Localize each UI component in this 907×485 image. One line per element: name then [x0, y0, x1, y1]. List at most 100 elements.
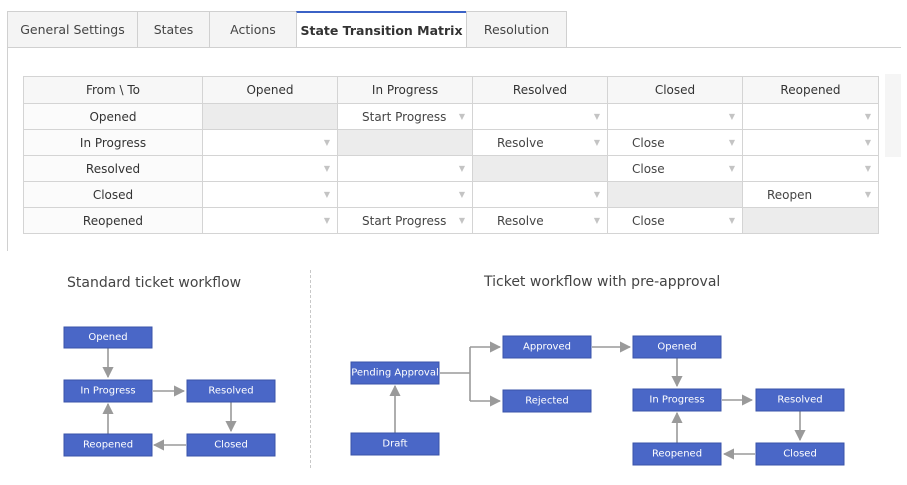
vertical-scrollbar[interactable] — [885, 74, 901, 157]
dropdown-caret-icon[interactable]: ▼ — [728, 112, 735, 121]
dropdown-caret-icon[interactable]: ▼ — [593, 216, 600, 225]
matrix-cell-disabled — [742, 207, 879, 234]
transition-dropdown[interactable]: ▼ — [743, 156, 878, 181]
preapproval-node-in-progress-label: In Progress — [649, 395, 704, 406]
transition-dropdown[interactable]: ▼ — [608, 104, 742, 129]
tab-resolution[interactable]: Resolution — [466, 11, 567, 47]
preapproval-node-closed-label: Closed — [783, 449, 817, 460]
dropdown-caret-icon[interactable]: ▼ — [728, 138, 735, 147]
transition-dropdown[interactable]: Reopen ▼ — [743, 182, 878, 207]
matrix-row-in-progress: In Progress▼Resolve▼Close▼▼ — [23, 129, 879, 156]
dropdown-caret-icon[interactable]: ▼ — [728, 216, 735, 225]
dropdown-caret-icon[interactable]: ▼ — [458, 164, 465, 173]
transition-dropdown[interactable]: Close ▼ — [608, 130, 742, 155]
transition-select-closed-to-reopened[interactable]: Reopen ▼ — [742, 181, 879, 208]
transition-dropdown[interactable]: Close▼ — [608, 208, 742, 233]
preapproval-node-in-progress: In Progress — [632, 388, 722, 412]
preapproval-node-approved-label: Approved — [523, 342, 571, 353]
transition-dropdown[interactable]: ▼ — [203, 182, 337, 207]
preapproval-node-reopened: Reopened — [632, 442, 722, 466]
transition-select-closed-to-in-progress[interactable]: ▼ — [337, 181, 473, 208]
dropdown-caret-icon[interactable]: ▼ — [323, 164, 330, 173]
preapproval-node-closed: Closed — [755, 442, 845, 466]
transition-dropdown[interactable]: ▼ — [203, 208, 337, 233]
transition-dropdown[interactable]: ▼ — [743, 104, 878, 129]
preapproval-node-pending: Pending Approval — [350, 361, 440, 385]
transition-dropdown[interactable]: ▼ — [338, 156, 472, 181]
transition-dropdown[interactable]: Start Progress ▼ — [338, 208, 472, 233]
matrix-header-row: From \ To Opened In Progress Resolved Cl… — [23, 76, 879, 104]
row-header-reopened: Reopened — [23, 207, 203, 234]
standard-node-resolved: Resolved — [186, 379, 276, 403]
dropdown-caret-icon[interactable]: ▼ — [458, 216, 465, 225]
preapproval-node-opened-label: Opened — [657, 342, 696, 353]
preapproval-workflow-edges — [389, 341, 806, 460]
dropdown-caret-icon[interactable]: ▼ — [323, 138, 330, 147]
dropdown-caret-icon[interactable]: ▼ — [323, 190, 330, 199]
transition-select-reopened-to-in-progress[interactable]: Start Progress ▼ — [337, 207, 473, 234]
transition-select-reopened-to-opened[interactable]: ▼ — [202, 207, 338, 234]
tab-actions[interactable]: Actions — [209, 11, 297, 47]
transition-select-in-progress-to-resolved[interactable]: Resolve ▼ — [472, 129, 608, 156]
dropdown-caret-icon[interactable]: ▼ — [458, 190, 465, 199]
transition-dropdown[interactable]: ▼ — [473, 182, 607, 207]
transition-dropdown[interactable]: Resolve▼ — [473, 208, 607, 233]
transition-dropdown[interactable]: ▼ — [338, 182, 472, 207]
column-header-resolved: Resolved — [472, 76, 608, 104]
transition-action-value: Start Progress — [362, 213, 447, 228]
standard-node-opened: Opened — [63, 326, 153, 349]
column-header-reopened: Reopened — [742, 76, 879, 104]
dropdown-caret-icon[interactable]: ▼ — [323, 216, 330, 225]
standard-node-opened-label: Opened — [88, 332, 127, 343]
transition-action-value: Start Progress — [362, 109, 447, 124]
transition-dropdown[interactable]: ▼ — [743, 130, 878, 155]
dropdown-caret-icon[interactable]: ▼ — [864, 190, 871, 199]
standard-node-reopened: Reopened — [63, 433, 153, 457]
dropdown-caret-icon[interactable]: ▼ — [864, 138, 871, 147]
tab-states[interactable]: States — [137, 11, 210, 47]
matrix-row-reopened: Reopened▼Start Progress▼Resolve▼Close▼ — [23, 207, 879, 234]
transition-action-value: Reopen — [767, 187, 813, 202]
transition-select-reopened-to-resolved[interactable]: Resolve▼ — [472, 207, 608, 234]
standard-workflow-edges — [102, 348, 237, 451]
tab-state-transition-matrix[interactable]: State Transition Matrix — [296, 11, 467, 48]
dropdown-caret-icon[interactable]: ▼ — [593, 112, 600, 121]
transition-dropdown[interactable]: ▼ — [203, 130, 337, 155]
dropdown-caret-icon[interactable]: ▼ — [728, 164, 735, 173]
tab-general-settings[interactable]: General Settings — [7, 11, 138, 47]
preapproval-workflow-title: Ticket workflow with pre-approval — [484, 274, 721, 290]
transition-select-opened-to-in-progress[interactable]: Start Progress ▼ — [337, 103, 473, 130]
dropdown-caret-icon[interactable]: ▼ — [593, 138, 600, 147]
transition-dropdown[interactable]: Resolve ▼ — [473, 130, 607, 155]
dropdown-caret-icon[interactable]: ▼ — [864, 112, 871, 121]
transition-dropdown[interactable]: ▼ — [473, 104, 607, 129]
dropdown-caret-icon[interactable]: ▼ — [864, 164, 871, 173]
preapproval-node-draft-label: Draft — [382, 439, 407, 450]
dropdown-caret-icon[interactable]: ▼ — [593, 190, 600, 199]
transition-dropdown[interactable]: ▼ — [203, 156, 337, 181]
transition-action-value: Close — [632, 161, 665, 176]
preapproval-node-pending-label: Pending Approval — [351, 368, 439, 379]
preapproval-node-approved: Approved — [502, 335, 592, 359]
standard-node-in-progress-label: In Progress — [80, 386, 135, 397]
matrix-row-closed: Closed▼▼▼Reopen▼ — [23, 181, 879, 208]
preapproval-node-reopened-label: Reopened — [652, 449, 702, 460]
transition-action-value: Close — [632, 135, 665, 150]
dropdown-caret-icon[interactable]: ▼ — [458, 112, 465, 121]
preapproval-node-rejected-label: Rejected — [525, 396, 569, 407]
panel-border — [7, 47, 8, 251]
transition-dropdown[interactable]: Close ▼ — [608, 156, 742, 181]
preapproval-node-opened: Opened — [632, 335, 722, 359]
transition-dropdown[interactable]: Start Progress ▼ — [338, 104, 472, 129]
column-header-in-progress: In Progress — [337, 76, 473, 104]
transition-select-opened-to-closed[interactable]: ▼ — [607, 103, 743, 130]
transition-select-opened-to-reopened[interactable]: ▼ — [742, 103, 879, 130]
preapproval-node-resolved-label: Resolved — [777, 395, 822, 406]
diagram-divider — [310, 270, 311, 468]
row-header-opened: Opened — [23, 103, 203, 130]
matrix-cell-disabled — [607, 181, 743, 208]
transition-select-in-progress-to-opened[interactable]: ▼ — [202, 129, 338, 156]
standard-node-closed: Closed — [186, 433, 276, 457]
transition-action-value: Resolve — [497, 135, 544, 150]
